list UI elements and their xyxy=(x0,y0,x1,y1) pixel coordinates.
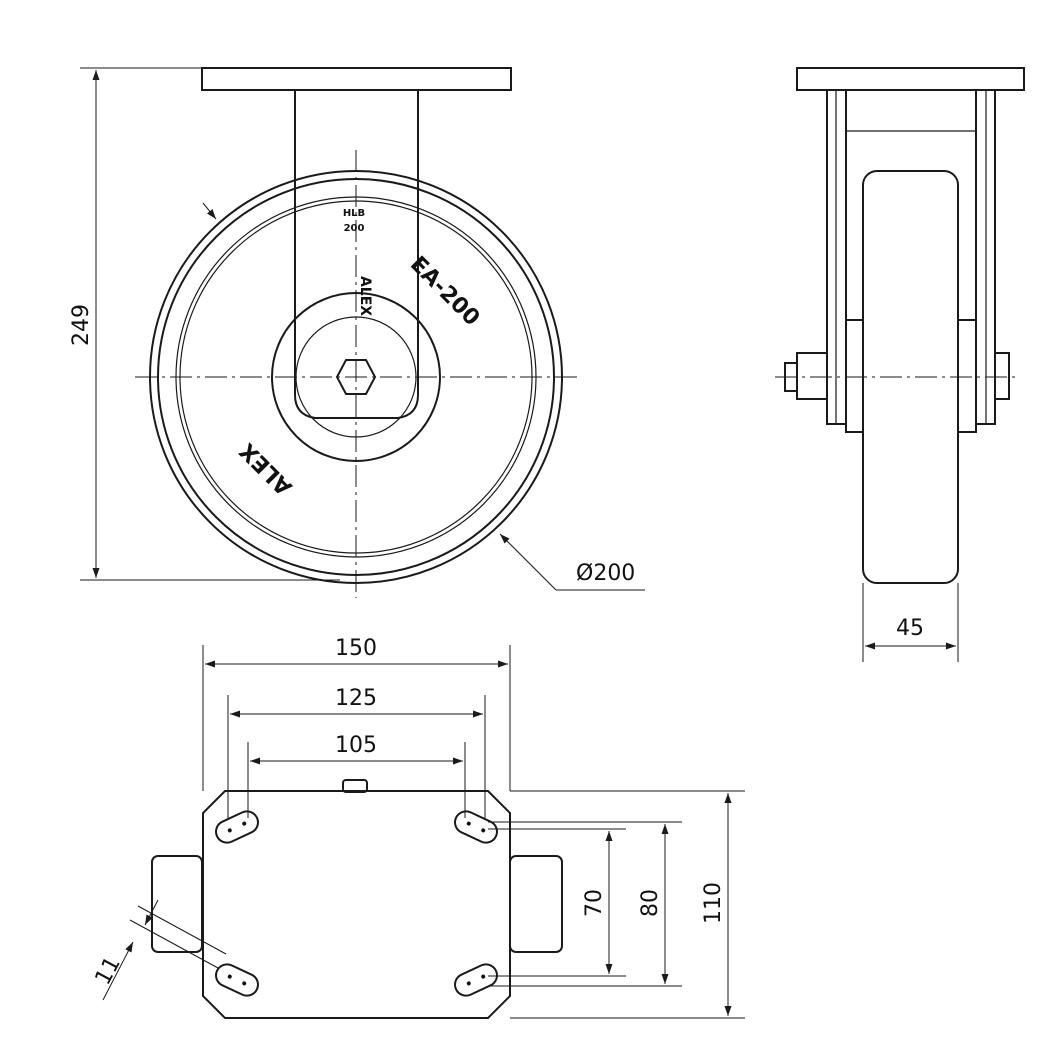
slot-bottom-right xyxy=(454,963,498,997)
side-lug-left xyxy=(151,855,203,953)
side-view: 45 xyxy=(775,67,1025,662)
hole-spacing-outer-label: 125 xyxy=(335,686,377,711)
vertical-brand: ALEX xyxy=(357,276,373,316)
hole-spacing-y-outer-dimension: 80 xyxy=(488,821,682,987)
axle-nut-left xyxy=(796,352,828,400)
top-plate-front xyxy=(201,67,512,91)
height-label: 249 xyxy=(69,304,94,346)
diameter-label: Ø200 xyxy=(576,561,635,586)
plate-length-dimension: 150 xyxy=(202,636,511,791)
mounting-plate xyxy=(202,790,511,1019)
side-lug-right xyxy=(509,855,563,953)
hole-spacing-y-inner-label: 70 xyxy=(582,889,607,917)
hole-spacing-inner-dimension: 105 xyxy=(247,733,466,818)
wheel-width-dimension: 45 xyxy=(862,583,959,662)
top-plate-side xyxy=(796,67,1025,91)
slot-width-dimension: 11 xyxy=(91,899,227,1001)
plate-length-label: 150 xyxy=(335,636,377,661)
fork-front xyxy=(294,89,419,419)
slot-top-right xyxy=(454,810,498,844)
tire-leader-top xyxy=(202,202,217,220)
hole-spacing-inner-label: 105 xyxy=(335,733,377,758)
front-view: HLB 200 ALEX EA-200 ALEX Ø200 249 xyxy=(69,67,645,598)
hub-left xyxy=(845,319,864,433)
top-view: 150 125 105 70 80 xyxy=(91,636,745,1019)
wheel-width-label: 45 xyxy=(896,616,924,641)
hub-label-line1: HLB xyxy=(343,208,365,219)
diameter-dimension: Ø200 xyxy=(499,533,645,591)
axle-nut-right xyxy=(994,352,1010,400)
hub-right xyxy=(957,319,977,433)
hub-label-line2: 200 xyxy=(344,223,365,234)
plate-width-dimension: 110 xyxy=(510,790,745,1019)
hole-spacing-outer-dimension: 125 xyxy=(227,686,486,818)
wheel-brand: ALEX xyxy=(235,437,297,499)
plate-width-label: 110 xyxy=(701,882,726,924)
slot-top-left xyxy=(215,810,259,844)
hole-spacing-y-inner-dimension: 70 xyxy=(488,828,626,977)
hole-spacing-y-outer-label: 80 xyxy=(638,889,663,917)
slot-width-label: 11 xyxy=(91,953,126,989)
slot-bottom-left xyxy=(215,963,259,997)
height-dimension: 249 xyxy=(69,67,340,581)
mounting-slots xyxy=(215,810,498,997)
